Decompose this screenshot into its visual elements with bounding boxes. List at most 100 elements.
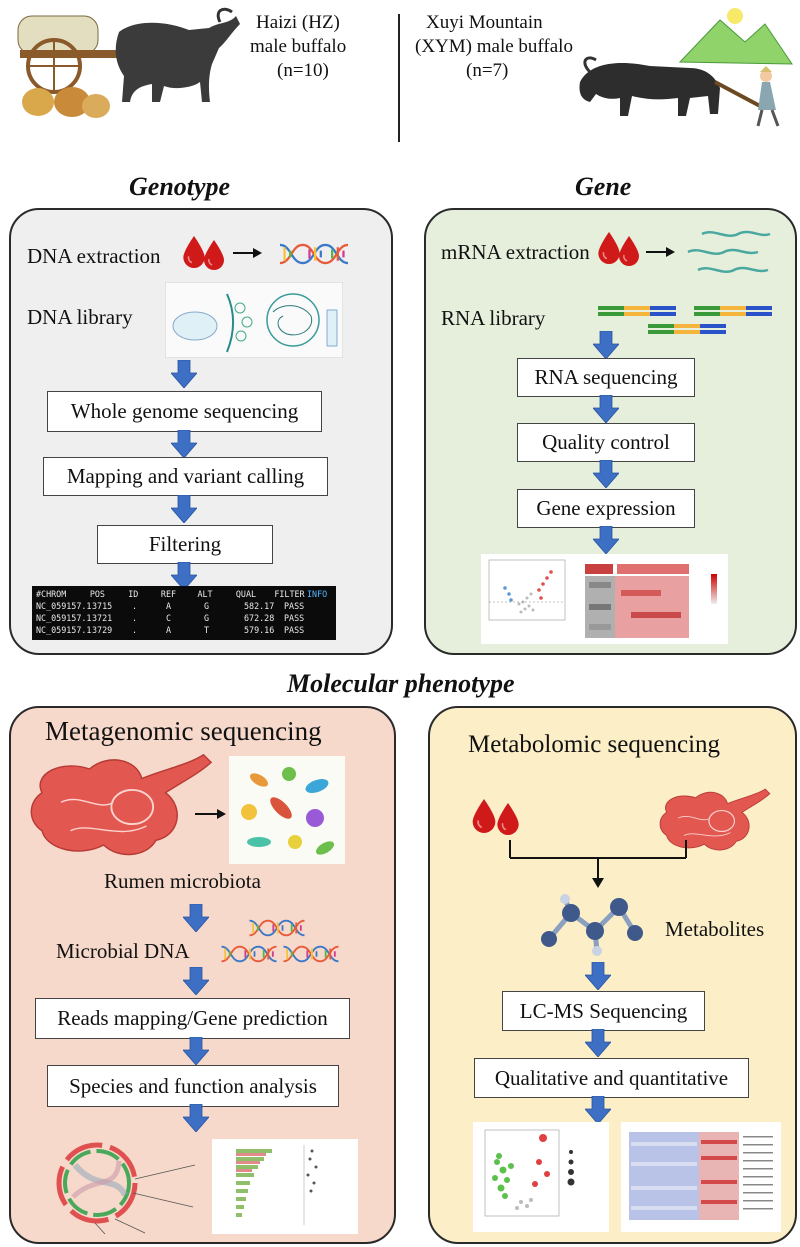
metabolite-heatmap-thumbnail bbox=[621, 1122, 781, 1232]
qualitative-quantitative-box: Qualitative and quantitative bbox=[474, 1058, 749, 1098]
down-arrow-icon bbox=[171, 360, 197, 388]
microbial-dna-label: Microbial DNA bbox=[56, 939, 190, 963]
merge-connector-lines bbox=[509, 840, 687, 888]
rumen-microbiota-label: Rumen microbiota bbox=[104, 869, 261, 893]
vcf-header-cell: FILTER bbox=[274, 589, 305, 599]
whole-genome-sequencing-box: Whole genome sequencing bbox=[47, 391, 322, 432]
dna-helix-icon bbox=[280, 243, 348, 265]
genotype-title: Genotype bbox=[129, 172, 231, 201]
vcf-header-cell: ALT bbox=[197, 589, 213, 599]
down-arrow-icon bbox=[183, 1037, 209, 1065]
gene-title: Gene bbox=[575, 172, 632, 201]
vcf-row: NC_059157.1 3715 . A G 582.17 PASS bbox=[36, 600, 332, 612]
vcf-header-row: #CHROM POS ID REF ALT QUAL FILTER INFO bbox=[36, 588, 332, 600]
vcf-cell: NC_059157.1 bbox=[36, 613, 92, 623]
vcf-cell: . bbox=[132, 601, 138, 611]
vcf-cell: NC_059157.1 bbox=[36, 625, 92, 635]
down-arrow-icon bbox=[585, 1096, 611, 1124]
microbes-illustration bbox=[229, 756, 345, 864]
metabolites-label: Metabolites bbox=[665, 917, 765, 941]
down-arrow-icon bbox=[183, 904, 209, 932]
vcf-cell: 582.17 bbox=[244, 601, 275, 611]
xym-line1: Xuyi Mountain bbox=[426, 12, 543, 33]
vcf-header-cell: ID bbox=[128, 589, 139, 599]
rna-sequencing-box: RNA sequencing bbox=[517, 358, 695, 397]
dna-helix-icon bbox=[248, 919, 306, 937]
right-arrow-icon bbox=[646, 247, 675, 257]
blood-drops-icon bbox=[183, 236, 225, 270]
mapping-variant-calling-box: Mapping and variant calling bbox=[43, 457, 328, 496]
vcf-cell: A bbox=[166, 625, 172, 635]
vcf-cell: 3721 bbox=[92, 613, 113, 623]
vcf-cell: . bbox=[132, 613, 138, 623]
down-arrow-icon bbox=[183, 1104, 209, 1132]
vcf-header-cell: INFO bbox=[306, 589, 328, 599]
vcf-header-cell: QUAL bbox=[235, 589, 257, 599]
vcf-cell: PASS bbox=[284, 613, 305, 623]
reads-mapping-box: Reads mapping/Gene prediction bbox=[35, 998, 350, 1039]
down-arrow-icon bbox=[585, 962, 611, 990]
vcf-cell: G bbox=[204, 601, 210, 611]
xym-line2: (XYM) male buffalo bbox=[415, 36, 573, 57]
vcf-cell: PASS bbox=[284, 601, 305, 611]
blood-drops-icon bbox=[598, 232, 640, 266]
vcf-cell: . bbox=[132, 625, 138, 635]
down-arrow-icon bbox=[593, 526, 619, 554]
rna-library-fragments-icon bbox=[598, 306, 772, 334]
xym-buffalo-plough-illustration bbox=[579, 8, 793, 127]
dna-helix-icon bbox=[282, 945, 340, 963]
right-arrow-icon bbox=[233, 248, 262, 258]
hz-buffalo-cart-illustration bbox=[17, 7, 240, 118]
vcf-cell: PASS bbox=[284, 625, 305, 635]
vcf-cell: 3715 bbox=[92, 601, 113, 611]
abundance-bar-chart-thumbnail bbox=[212, 1139, 358, 1234]
quality-control-box: Quality control bbox=[517, 423, 695, 462]
metabolomic-title: Metabolomic sequencing bbox=[468, 731, 721, 758]
vcf-cell: 3729 bbox=[92, 625, 113, 635]
down-arrow-icon bbox=[593, 331, 619, 359]
dna-library-label: DNA library bbox=[27, 305, 133, 329]
lc-ms-sequencing-box: LC-MS Sequencing bbox=[502, 991, 705, 1031]
down-arrow-icon bbox=[171, 495, 197, 523]
rumen-stomach-illustration bbox=[30, 753, 213, 856]
vcf-cell: A bbox=[166, 601, 172, 611]
vcf-cell: C bbox=[166, 613, 172, 623]
right-arrow-icon bbox=[195, 809, 226, 819]
circos-plot-thumbnail bbox=[56, 1142, 196, 1235]
xym-line3: (n=7) bbox=[466, 60, 509, 81]
vcf-header-cell: POS bbox=[89, 589, 105, 599]
metabolite-molecule-icon bbox=[541, 894, 643, 956]
volcano-heatmap-thumbnail bbox=[481, 554, 728, 644]
metabolite-volcano-thumbnail bbox=[473, 1122, 609, 1232]
mrna-extraction-label: mRNA extraction bbox=[441, 240, 590, 264]
vcf-cell: 579.16 bbox=[244, 625, 275, 635]
vcf-cell: T bbox=[204, 625, 210, 635]
hz-line1: Haizi (HZ) bbox=[256, 12, 340, 33]
down-arrow-icon bbox=[183, 967, 209, 995]
rna-library-label: RNA library bbox=[441, 306, 546, 330]
dna-library-diagram bbox=[165, 282, 343, 358]
down-arrow-icon bbox=[593, 395, 619, 423]
species-function-box: Species and function analysis bbox=[47, 1065, 339, 1107]
down-arrow-icon bbox=[585, 1029, 611, 1057]
gene-expression-box: Gene expression bbox=[517, 489, 695, 528]
vcf-header-cell: REF bbox=[160, 589, 177, 599]
hz-line3: (n=10) bbox=[277, 60, 329, 81]
vcf-cell: 672.28 bbox=[244, 613, 275, 623]
filtering-box: Filtering bbox=[97, 525, 273, 564]
metagenomic-title: Metagenomic sequencing bbox=[45, 716, 322, 746]
vcf-header-cell: #CHROM bbox=[36, 589, 67, 599]
header-divider bbox=[398, 14, 400, 142]
vcf-cell: G bbox=[204, 613, 210, 623]
down-arrow-icon bbox=[593, 460, 619, 488]
mrna-strands-icon bbox=[687, 230, 771, 273]
blood-drops-icon bbox=[472, 799, 520, 835]
dna-helix-icon bbox=[220, 945, 278, 963]
dna-extraction-label: DNA extraction bbox=[27, 244, 161, 268]
vcf-row: NC_059157.1 3721 . C G 672.28 PASS bbox=[36, 612, 332, 624]
vcf-cell: NC_059157.1 bbox=[36, 601, 92, 611]
vcf-row: NC_059157.1 3729 . A T 579.16 PASS bbox=[36, 624, 332, 636]
hz-line2: male buffalo bbox=[250, 36, 347, 57]
vcf-table: #CHROM POS ID REF ALT QUAL FILTER INFO N… bbox=[32, 586, 336, 640]
molecular-phenotype-title: Molecular phenotype bbox=[287, 669, 515, 698]
